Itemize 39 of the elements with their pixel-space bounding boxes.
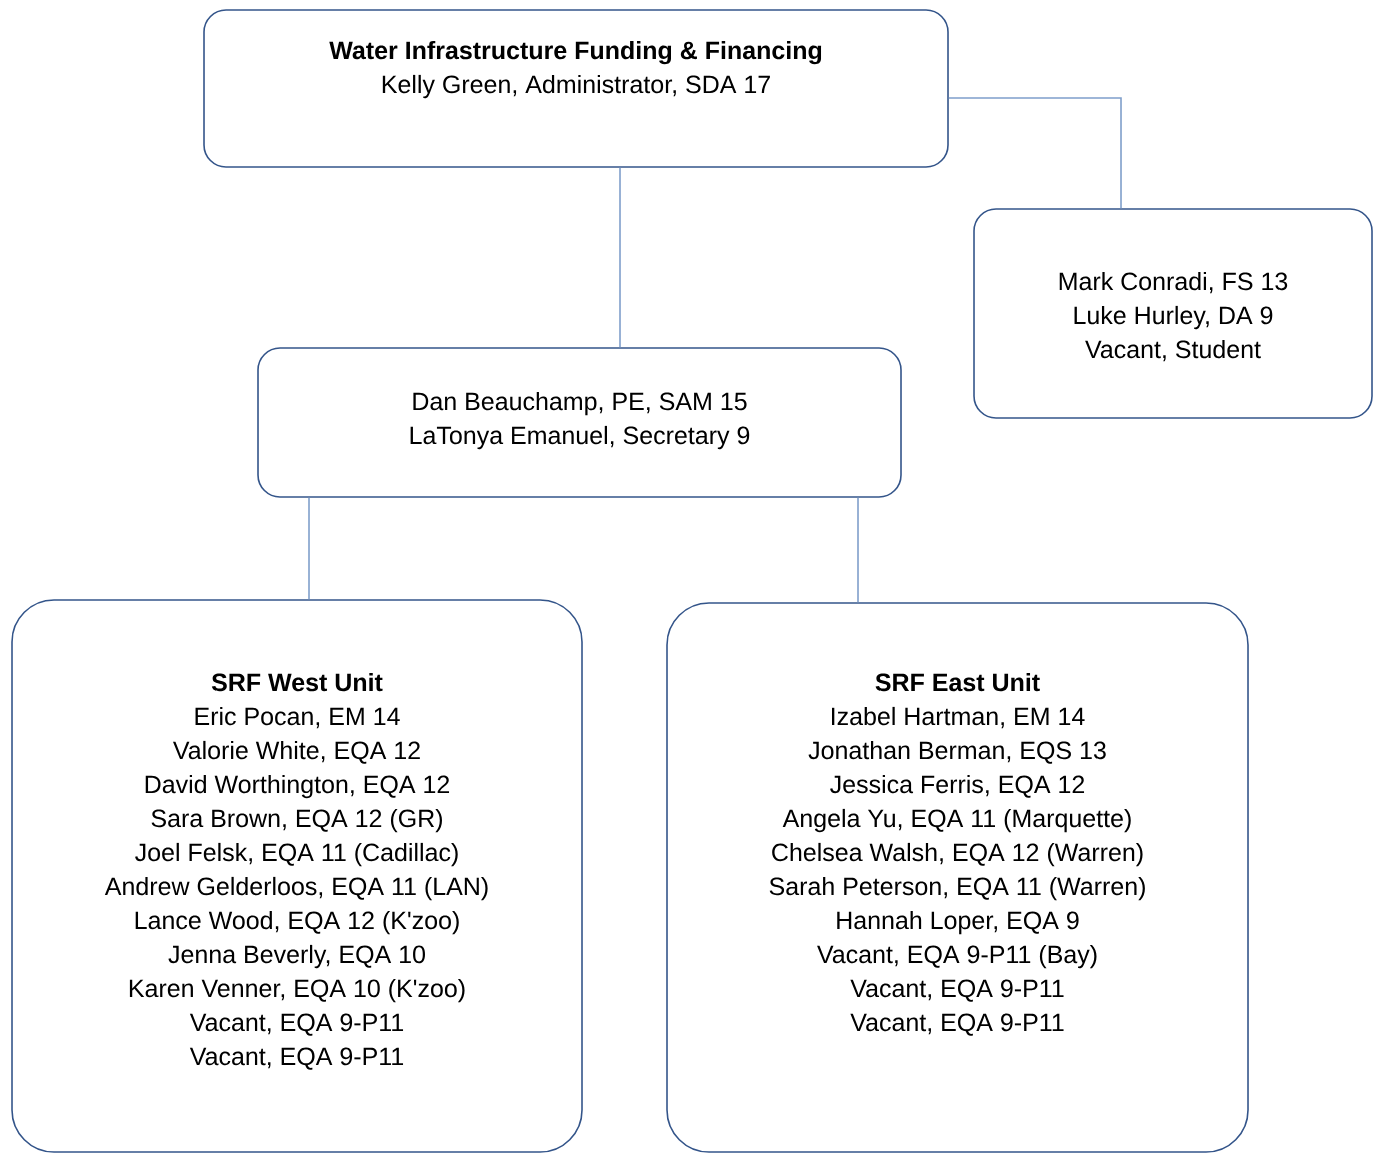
unit-box (11, 599, 583, 1153)
staff-entry: Vacant, EQA 9-P11 (Bay) (817, 944, 1097, 969)
staff-entry: Andrew Gelderloos, EQA 11 (LAN) (104, 876, 488, 901)
connector-line (857, 497, 859, 603)
staff-entry: Angela Yu, EQA 11 (Marquette) (782, 808, 1131, 833)
staff-entry: Luke Hurley, DA 9 (1074, 305, 1273, 330)
staff-entry: Mark Conradi, FS 13 (1059, 271, 1288, 294)
connector-line (948, 97, 1122, 209)
staff-entry: Dan Beauchamp, PE, SAM 15 (413, 391, 747, 416)
staff-entry: Vacant, EQA 9-P11 (850, 979, 1064, 1002)
connector-line (308, 497, 310, 600)
staff-entry: Kelly Green, Administrator, SDA 17 (382, 74, 770, 99)
staff-entry: Vacant, EQA 9-P11 (189, 1013, 404, 1036)
staff-entry: Eric Pocan, EM 14 (195, 706, 400, 729)
staff-entry: Karen Venner, EQA 10 (K'zoo) (129, 978, 465, 1003)
staff-entry: David Worthington, EQA 12 (145, 774, 449, 799)
staff-entry: Vacant, EQA 9-P11 (189, 1047, 404, 1070)
staff-entry: LaTonya Emanuel, Secretary 9 (410, 425, 750, 450)
staff-entry: Sarah Peterson, EQA 11 (Warren) (769, 876, 1145, 901)
staff-entry: Valorie White, EQA 12 (173, 740, 420, 764)
staff-entry: Izabel Hartman, EM 14 (832, 706, 1085, 729)
org-box (257, 347, 902, 498)
staff-entry: Hannah Loper, EQA 9 (837, 910, 1079, 935)
org-box (973, 208, 1373, 419)
staff-entry: Vacant, EQA 9-P11 (850, 1013, 1064, 1036)
staff-entry: Vacant, Student (1085, 339, 1261, 362)
staff-entry: Jessica Ferris, EQA 12 (830, 774, 1085, 798)
staff-entry: Jonathan Berman, EQS 13 (808, 740, 1106, 764)
unit-box (666, 602, 1249, 1153)
org-box (203, 9, 949, 168)
staff-entry: Joel Felsk, EQA 11 (Cadillac) (135, 842, 458, 867)
box-title: SRF West Unit (211, 672, 383, 692)
staff-entry: Lance Wood, EQA 12 (K'zoo) (135, 910, 459, 935)
box-title: Water Infrastructure Funding & Financing (329, 40, 822, 65)
staff-entry: Sara Brown, EQA 12 (GR) (151, 808, 442, 833)
box-title: SRF East Unit (875, 672, 1040, 692)
staff-entry: Jenna Beverly, EQA 10 (168, 944, 425, 969)
connector-line (619, 167, 621, 348)
staff-entry: Chelsea Walsh, EQA 12 (Warren) (772, 842, 1143, 867)
